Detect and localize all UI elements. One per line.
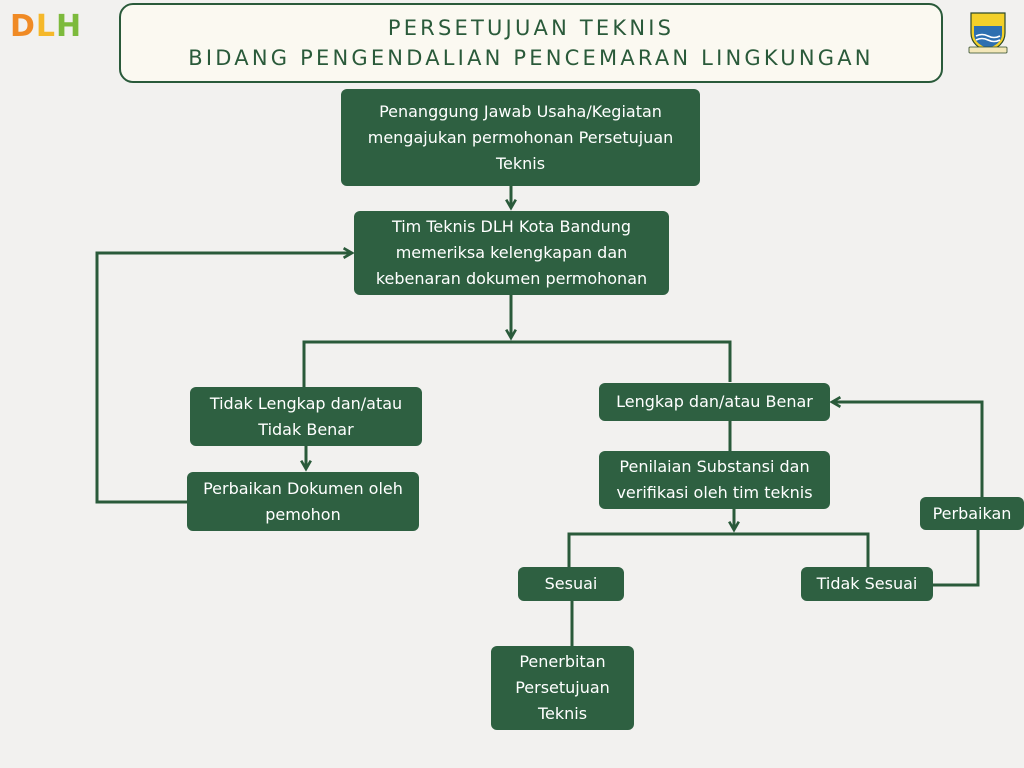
node-complete: Lengkap dan/atau Benar bbox=[599, 383, 830, 421]
node-repair: Perbaikan bbox=[920, 497, 1024, 530]
node-submit-application: Penanggung Jawab Usaha/Kegiatan mengajuk… bbox=[341, 89, 700, 186]
node-document-check: Tim Teknis DLH Kota Bandung memeriksa ke… bbox=[354, 211, 669, 295]
dlh-logo: DLH bbox=[10, 8, 90, 44]
dlh-logo-letter: L bbox=[35, 8, 57, 44]
arrow-repair-to-complete bbox=[832, 402, 984, 497]
title-line-2: BIDANG PENGENDALIAN PENCEMARAN LINGKUNGA… bbox=[188, 46, 874, 70]
node-substantive-assessment: Penilaian Substansi dan verifikasi oleh … bbox=[599, 451, 830, 509]
title-line-1: PERSETUJUAN TEKNIS bbox=[387, 16, 675, 40]
node-issue-approval: Penerbitan Persetujuan Teknis bbox=[491, 646, 634, 730]
line-assessment-split bbox=[567, 532, 870, 567]
node-incomplete: Tidak Lengkap dan/atau Tidak Benar bbox=[190, 387, 422, 446]
arrow-fix-loop-back bbox=[95, 253, 352, 504]
page-title: PERSETUJUAN TEKNIS BIDANG PENGENDALIAN P… bbox=[119, 3, 943, 83]
city-emblem-icon bbox=[968, 12, 1008, 54]
node-fit: Sesuai bbox=[518, 567, 624, 601]
dlh-logo-letter: H bbox=[56, 8, 83, 44]
line-notfit-to-repair bbox=[933, 530, 980, 587]
line-branch-split bbox=[302, 340, 732, 387]
node-fix-documents: Perbaikan Dokumen oleh pemohon bbox=[187, 472, 419, 531]
dlh-logo-text: DLH bbox=[10, 9, 82, 44]
dlh-logo-letter: D bbox=[10, 8, 36, 44]
node-not-fit: Tidak Sesuai bbox=[801, 567, 933, 601]
